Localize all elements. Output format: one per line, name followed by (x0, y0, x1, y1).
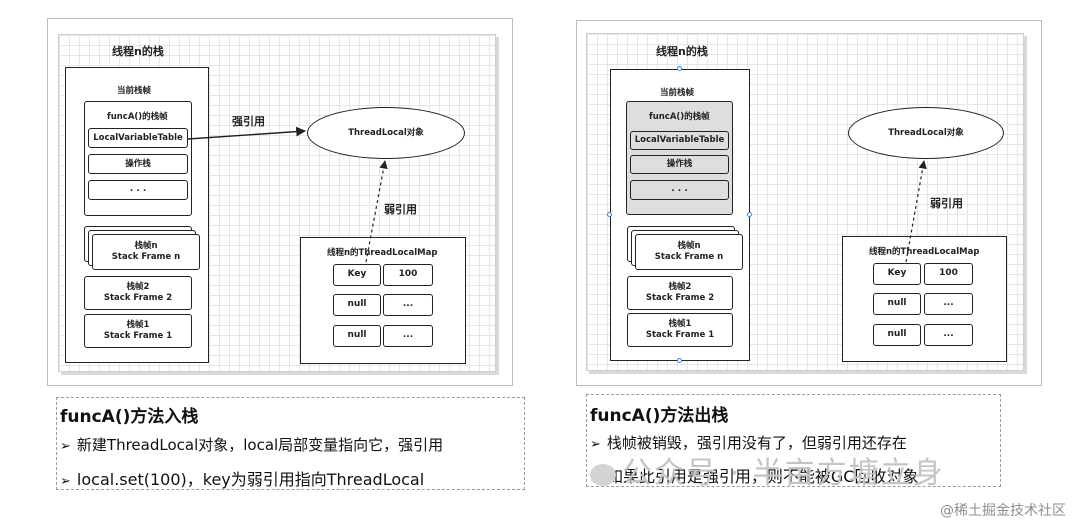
right-map-row3-value: ... (924, 324, 973, 346)
right-caption-line-2-text: 如果此引用是强引用，则不能被GC回收对象 (606, 467, 919, 486)
juejin-watermark: @稀土掘金技术社区 (940, 503, 1066, 519)
left-frame-1-cn: 栈帧1 (126, 320, 150, 331)
left-ellipsis-slot: . . . (88, 180, 188, 200)
left-frame-n-en: Stack Frame n (111, 252, 181, 262)
right-caption-line-1: ➢ 栈帧被销毁，强引用没有了，但弱引用还存在 (590, 432, 907, 453)
left-frame-2-en: Stack Frame 2 (103, 293, 173, 303)
left-map-row3-value: ... (383, 325, 433, 347)
left-map-row1-key: Key (333, 264, 381, 286)
bullet-arrow-icon: ➢ (60, 439, 71, 454)
left-stack-frame-2: 栈帧2 Stack Frame 2 (84, 276, 192, 310)
right-stack-frame-1: 栈帧1 Stack Frame 1 (627, 313, 733, 347)
left-operand-stack: 操作栈 (88, 154, 188, 174)
left-map-row2-value: ... (383, 294, 433, 316)
right-frame-n-cn: 栈帧n (677, 241, 701, 252)
left-map-row1-value: 100 (383, 264, 433, 286)
wechat-logo-icon (590, 463, 616, 486)
right-frame-n-en: Stack Frame n (654, 252, 724, 262)
right-map-row1-value: 100 (924, 263, 973, 285)
left-caption-line-2-text: local.set(100)，key为弱引用指向ThreadLocal (76, 470, 425, 489)
left-threadlocal-object: ThreadLocal对象 (307, 107, 465, 159)
left-weak-ref-arrow (365, 160, 388, 263)
left-stack-frame-n: 栈帧n Stack Frame n (92, 234, 200, 270)
left-funcA-frame-label: funcA()的栈帧 (107, 112, 168, 122)
left-strong-ref-arrow (187, 126, 306, 140)
right-operand-stack: 操作栈 (630, 155, 729, 174)
right-map-row1-key: Key (873, 263, 921, 285)
right-weak-ref-arrow (905, 160, 927, 263)
wechat-watermark-text: 公众号 · 半亩方塘立身 (622, 456, 945, 491)
left-weak-ref-label: 弱引用 (384, 203, 417, 216)
right-threadlocal-object: ThreadLocal对象 (848, 107, 1004, 159)
right-caption-title: funcA()方法出栈 (590, 406, 729, 426)
left-caption-line-2: ➢ local.set(100)，key为弱引用指向ThreadLocal (60, 466, 424, 490)
left-strong-ref-label: 强引用 (232, 115, 265, 128)
left-stack-title: 线程n的栈 (112, 45, 164, 58)
left-caption-line-1: ➢ 新建ThreadLocal对象，local局部变量指向它，强引用 (60, 434, 443, 455)
left-map-row2-key: null (333, 294, 381, 316)
left-stack-frame-1: 栈帧1 Stack Frame 1 (84, 314, 192, 348)
right-stack-handle-left[interactable] (607, 212, 612, 217)
right-frame-2-cn: 栈帧2 (668, 282, 692, 293)
right-caption-line-1-text: 栈帧被销毁，强引用没有了，但弱引用还存在 (606, 434, 907, 452)
right-frame-2-en: Stack Frame 2 (645, 293, 715, 303)
right-frame-1-cn: 栈帧1 (668, 319, 692, 330)
right-map-row3-key: null (873, 324, 921, 346)
right-frame-1-en: Stack Frame 1 (645, 330, 715, 340)
left-map-title: 线程n的ThreadLocalMap (327, 248, 438, 258)
left-caption-box (56, 397, 525, 490)
left-frame-1-en: Stack Frame 1 (103, 331, 173, 341)
right-stack-frame-n: 栈帧n Stack Frame n (635, 234, 743, 270)
wechat-watermark: 公众号 · 半亩方塘立身 (590, 448, 945, 492)
right-map-row2-value: ... (924, 293, 973, 315)
right-map-row2-key: null (873, 293, 921, 315)
right-stack-handle-top[interactable] (677, 66, 682, 71)
right-stack-handle-bottom[interactable] (677, 358, 682, 363)
left-map-row3-key: null (333, 325, 381, 347)
left-current-frame-label: 当前栈帧 (117, 86, 152, 96)
bullet-arrow-icon: ➢ (60, 474, 71, 489)
right-stack-frame-2: 栈帧2 Stack Frame 2 (627, 276, 733, 310)
right-stack-handle-right[interactable] (747, 212, 752, 217)
right-map-title: 线程n的ThreadLocalMap (869, 247, 980, 257)
bullet-arrow-icon: ➢ (590, 437, 601, 452)
right-ellipsis-slot: . . . (630, 180, 729, 200)
left-frame-n-cn: 栈帧n (134, 241, 158, 252)
right-caption-box (586, 394, 1001, 487)
right-weak-ref-label: 弱引用 (930, 197, 963, 210)
left-frame-2-cn: 栈帧2 (126, 282, 150, 293)
left-local-variable-table: LocalVariableTable (88, 128, 188, 148)
left-caption-title: funcA()方法入栈 (60, 407, 199, 427)
right-local-variable-table: LocalVariableTable (630, 131, 729, 150)
right-current-frame-label: 当前栈帧 (660, 88, 695, 98)
right-stack-title: 线程n的栈 (656, 45, 708, 58)
right-funcA-frame-label: funcA()的栈帧 (649, 112, 710, 122)
left-caption-line-1-text: 新建ThreadLocal对象，local局部变量指向它，强引用 (76, 436, 444, 454)
